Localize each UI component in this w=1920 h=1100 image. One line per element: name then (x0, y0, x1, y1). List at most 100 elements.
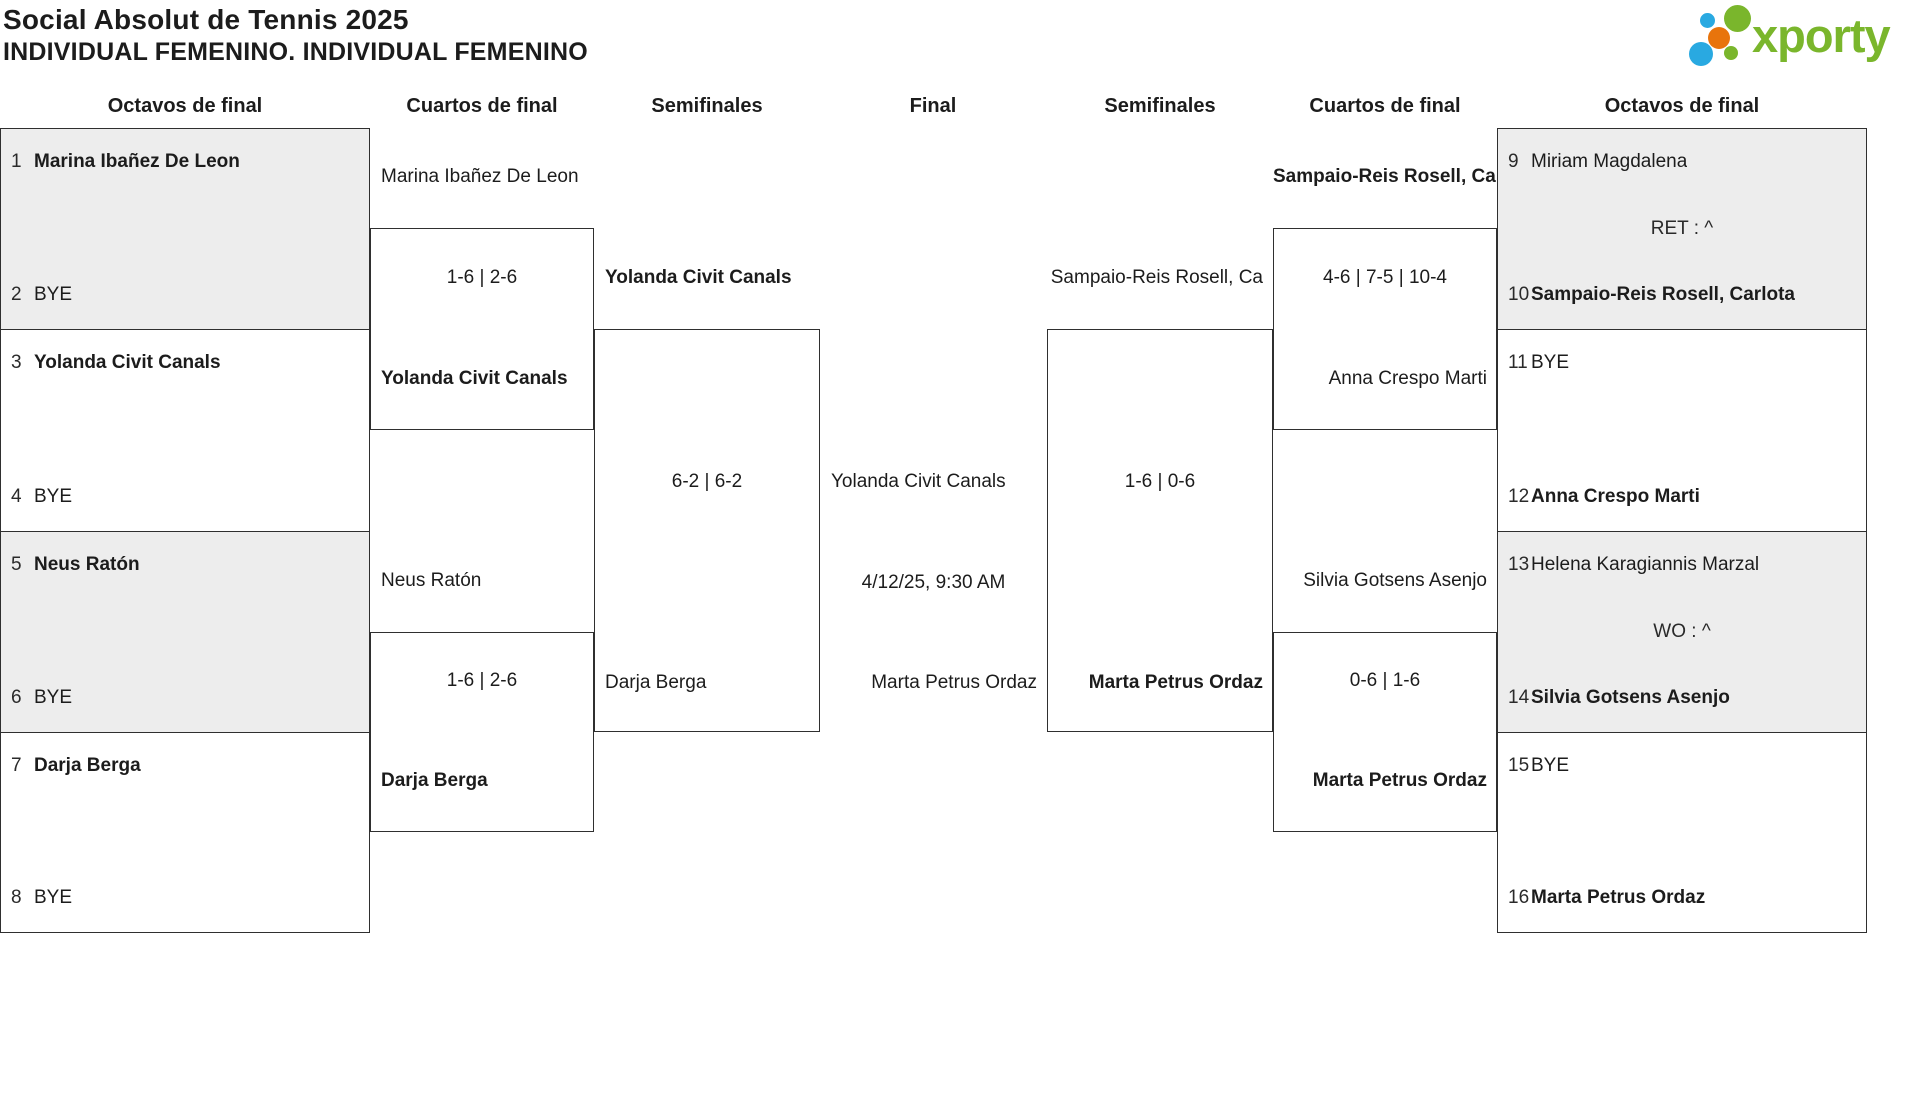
player-name: Yolanda Civit Canals (34, 352, 221, 373)
qf-right-1-score: 4-6 | 7-5 | 10-4 (1323, 267, 1447, 288)
player-row-seed-11: 11 BYE (1498, 349, 1866, 377)
tournament-title: Social Absolut de Tennis 2025 (3, 4, 409, 35)
seed-number: 6 (11, 687, 22, 708)
sf-right-score: 1-6 | 0-6 (1124, 471, 1196, 492)
octavos-box-6: 11 BYE 12 Anna Crespo Marti (1497, 329, 1867, 532)
seed-number: 14 (1508, 687, 1530, 708)
xporty-logo[interactable]: xporty (1686, 2, 1916, 70)
qf-right-2-player-1[interactable]: Silvia Gotsens Asenjo (1303, 570, 1487, 591)
seed-number: 8 (11, 887, 22, 908)
logo-dot-blue-small-icon (1700, 13, 1715, 28)
player-name: BYE (1531, 352, 1570, 373)
player-row-seed-15: 15 BYE (1498, 752, 1866, 780)
seed-number: 1 (11, 151, 22, 172)
quarterfinal-left-1-box[interactable] (370, 228, 594, 430)
final-player-2[interactable]: Marta Petrus Ordaz (871, 672, 1037, 693)
player-name: BYE (34, 486, 73, 507)
player-row-seed-3[interactable]: 3 Yolanda Civit Canals (1, 349, 369, 377)
player-name: BYE (1531, 755, 1570, 776)
match-note (1498, 418, 1866, 444)
octavos-box-5: 9 Miriam Magdalena RET : ^ 10 Sampaio-Re… (1497, 128, 1867, 330)
octavos-box-3: 5 Neus Ratón 6 BYE (0, 531, 370, 733)
octavos-box-2: 3 Yolanda Civit Canals 4 BYE (0, 329, 370, 532)
logo-dot-orange-icon (1708, 27, 1730, 49)
player-name: Darja Berga (34, 755, 141, 776)
semifinal-right-box[interactable] (1047, 329, 1273, 732)
match-note (1, 820, 369, 846)
player-name: Marta Petrus Ordaz (1531, 887, 1706, 908)
quarterfinal-right-2-box[interactable] (1273, 632, 1497, 832)
match-note (1, 418, 369, 444)
quarterfinal-right-1-box[interactable] (1273, 228, 1497, 430)
qf-left-1-player-1[interactable]: Marina Ibañez De Leon (381, 166, 579, 187)
player-name: Silvia Gotsens Asenjo (1531, 687, 1730, 708)
player-row-seed-14[interactable]: 14 Silvia Gotsens Asenjo (1498, 684, 1866, 712)
final-player-1[interactable]: Yolanda Civit Canals (831, 471, 1006, 492)
round-header-cuartos-left: Cuartos de final (406, 95, 558, 117)
qf-right-1-player-1[interactable]: Sampaio-Reis Rosell, Ca (1273, 166, 1496, 187)
seed-number: 2 (11, 284, 22, 305)
walkover-note: WO : ^ (1653, 621, 1711, 642)
logo-dot-blue-large-icon (1689, 42, 1713, 66)
category-title: INDIVIDUAL FEMENINO. INDIVIDUAL FEMENINO (3, 38, 588, 66)
player-name: Sampaio-Reis Rosell, Carlota (1531, 284, 1795, 305)
logo-dot-green-small-icon (1724, 46, 1738, 60)
match-note (1498, 820, 1866, 846)
sf-right-player-2[interactable]: Marta Petrus Ordaz (1088, 672, 1263, 693)
player-row-seed-2: 2 BYE (1, 281, 369, 309)
seed-number: 5 (11, 554, 22, 575)
qf-left-2-score: 1-6 | 2-6 (446, 670, 518, 691)
retirement-note: RET : ^ (1650, 218, 1714, 239)
round-header-octavos-left: Octavos de final (107, 95, 263, 117)
logo-dot-green-large-icon (1724, 5, 1751, 32)
player-row-seed-9[interactable]: 9 Miriam Magdalena (1498, 148, 1866, 176)
round-header-octavos-right: Octavos de final (1604, 95, 1760, 117)
qf-left-2-player-2[interactable]: Darja Berga (381, 770, 488, 791)
sf-right-player-1[interactable]: Sampaio-Reis Rosell, Ca (1050, 267, 1263, 288)
player-name: BYE (34, 284, 73, 305)
semifinal-left-box[interactable] (594, 329, 820, 732)
seed-number: 12 (1508, 486, 1530, 507)
player-row-seed-13[interactable]: 13 Helena Karagiannis Marzal (1498, 551, 1866, 579)
player-row-seed-12[interactable]: 12 Anna Crespo Marti (1498, 483, 1866, 511)
qf-left-1-player-2[interactable]: Yolanda Civit Canals (381, 368, 568, 389)
sf-left-player-2[interactable]: Darja Berga (605, 672, 707, 693)
qf-right-2-score: 0-6 | 1-6 (1349, 670, 1421, 691)
match-note (1, 619, 369, 645)
sf-left-player-1[interactable]: Yolanda Civit Canals (605, 267, 792, 288)
seed-number: 13 (1508, 554, 1530, 575)
player-name: Anna Crespo Marti (1531, 486, 1700, 507)
seed-number: 9 (1508, 151, 1519, 172)
player-row-seed-7[interactable]: 7 Darja Berga (1, 752, 369, 780)
player-row-seed-5[interactable]: 5 Neus Ratón (1, 551, 369, 579)
player-row-seed-10[interactable]: 10 Sampaio-Reis Rosell, Carlota (1498, 281, 1866, 309)
octavos-box-1: 1 Marina Ibañez De Leon 2 BYE (0, 128, 370, 330)
player-row-seed-16[interactable]: 16 Marta Petrus Ordaz (1498, 884, 1866, 912)
seed-number: 4 (11, 486, 22, 507)
qf-left-2-player-1[interactable]: Neus Ratón (381, 570, 482, 591)
seed-number: 11 (1508, 352, 1528, 373)
player-row-seed-1[interactable]: 1 Marina Ibañez De Leon (1, 148, 369, 176)
player-name: Helena Karagiannis Marzal (1531, 554, 1760, 575)
octavos-box-8: 15 BYE 16 Marta Petrus Ordaz (1497, 732, 1867, 933)
player-row-seed-6: 6 BYE (1, 684, 369, 712)
octavos-box-7: 13 Helena Karagiannis Marzal WO : ^ 14 S… (1497, 531, 1867, 733)
round-header-semis-right: Semifinales (1104, 95, 1216, 117)
match-note (1, 216, 369, 242)
round-header-semis-left: Semifinales (651, 95, 763, 117)
quarterfinal-left-2-box[interactable] (370, 632, 594, 832)
logo-wordmark: xporty (1752, 9, 1891, 62)
player-row-seed-4: 4 BYE (1, 483, 369, 511)
seed-number: 7 (11, 755, 22, 776)
qf-right-2-player-2[interactable]: Marta Petrus Ordaz (1312, 770, 1487, 791)
final-schedule: 4/12/25, 9:30 AM (861, 572, 1006, 593)
player-name: BYE (34, 887, 73, 908)
qf-right-1-player-2[interactable]: Anna Crespo Marti (1328, 368, 1487, 389)
round-header-final: Final (909, 95, 957, 117)
octavos-box-4: 7 Darja Berga 8 BYE (0, 732, 370, 933)
player-name: Neus Ratón (34, 554, 140, 575)
seed-number: 15 (1508, 755, 1530, 776)
seed-number: 10 (1508, 284, 1530, 305)
qf-left-1-score: 1-6 | 2-6 (446, 267, 518, 288)
